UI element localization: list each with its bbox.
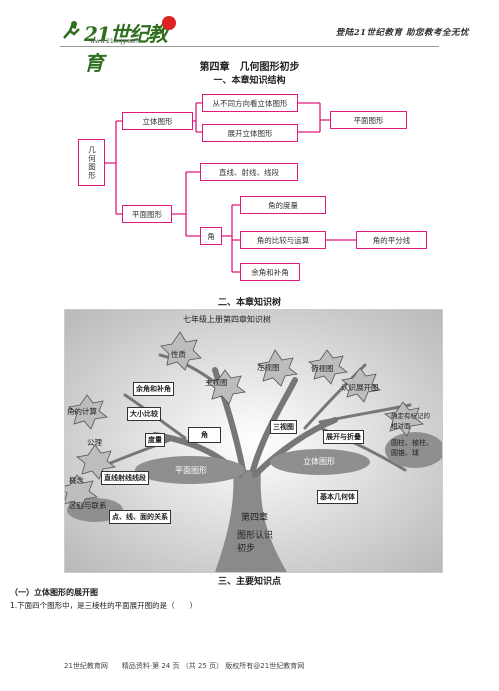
tree-unfold-fig: 认识展开图 bbox=[341, 383, 379, 392]
tree-measure: 度量 bbox=[145, 433, 165, 447]
node-plane-right: 平面图形 bbox=[330, 111, 407, 129]
section-points-heading: 三、主要知识点 bbox=[217, 577, 281, 587]
page-footer: 21世纪教育网 精品资料·第 24 页 （共 25 页） 版权所有@21世纪教育… bbox=[64, 662, 305, 670]
tree-nature: 性质 bbox=[171, 350, 186, 359]
tree-unfold-fold: 展开与折叠 bbox=[323, 430, 364, 444]
tree-size-compare: 大小比较 bbox=[127, 407, 161, 421]
node-solid-label: 立体图形 bbox=[142, 116, 173, 126]
node-angle: 角 bbox=[200, 227, 222, 245]
logo-text: 21世纪教育 bbox=[84, 22, 168, 75]
tree-chapter: 第四章 bbox=[241, 513, 269, 523]
node-angle-compare: 角的比较与运算 bbox=[240, 231, 326, 249]
node-plane-label: 平面图形 bbox=[132, 209, 162, 219]
node-unfold-solid: 展开立体图形 bbox=[202, 124, 298, 142]
tree-angle-calc: 角的计算 bbox=[67, 407, 97, 416]
tree-diff-relation: 区别与联系 bbox=[69, 501, 107, 510]
runner-icon bbox=[63, 21, 80, 39]
apple-icon bbox=[162, 16, 176, 30]
chapter-title: 第四章 几何图形初步 bbox=[199, 62, 300, 73]
tree-basic-solids: 基本几何体 bbox=[317, 490, 358, 504]
section-structure-heading: 一、本章知识结构 bbox=[213, 76, 286, 86]
node-complement-label: 余角和补角 bbox=[251, 267, 289, 277]
tree-left-view: 左视图 bbox=[257, 363, 280, 372]
tree-concept: 概念 bbox=[69, 476, 84, 485]
knowledge-tree-image: 七年级上册第四章知识树 性质 余角和补角 大小比较 角的计算 公理 度量 角 概… bbox=[64, 309, 443, 573]
tree-solid: 立体图形 bbox=[303, 457, 335, 466]
tree-point-line: 点、线、面的关系 bbox=[109, 510, 171, 524]
tree-main-view: 主视图 bbox=[205, 378, 228, 387]
header-divider bbox=[60, 46, 439, 47]
question-1: 1.下面四个图形中，是三棱柱的平面展开图的是（ ） bbox=[10, 601, 198, 610]
logo-url: www.21cnjy.com bbox=[90, 38, 140, 45]
node-angle-measure: 角的度量 bbox=[240, 196, 326, 214]
node-angle-bisector: 角的平分线 bbox=[356, 231, 427, 249]
node-lines-label: 直线、射线、线段 bbox=[219, 167, 279, 177]
tree-top-view: 俯视图 bbox=[311, 364, 334, 373]
node-plane: 平面图形 bbox=[122, 205, 172, 223]
node-root-label: 几何图形 bbox=[87, 145, 97, 180]
tree-solids-list: 圆柱、棱柱、圆锥、球 bbox=[391, 439, 433, 457]
node-angle-bisector-label: 角的平分线 bbox=[372, 235, 411, 245]
node-root: 几何图形 bbox=[78, 139, 105, 186]
tree-lines-box: 直线射线线段 bbox=[101, 471, 149, 485]
structure-connectors bbox=[105, 102, 356, 273]
tree-illustration bbox=[65, 310, 442, 572]
node-plane-right-label: 平面图形 bbox=[353, 115, 384, 125]
section-tree-heading: 二、本章知识树 bbox=[217, 298, 281, 308]
tree-title: 七年级上册第四章知识树 bbox=[183, 315, 271, 324]
tree-identify: 确定有标记的相对面 bbox=[391, 412, 430, 430]
subsection-heading: （一）立体图形的展开图 bbox=[10, 588, 98, 597]
tree-angle: 角 bbox=[188, 427, 221, 443]
node-lines: 直线、射线、线段 bbox=[200, 163, 298, 181]
node-angle-measure-label: 角的度量 bbox=[268, 200, 298, 210]
node-complement: 余角和补角 bbox=[240, 263, 300, 281]
site-logo: 21世纪教育 www.21cnjy.com bbox=[60, 16, 180, 75]
node-unfold-solid-label: 展开立体图形 bbox=[227, 128, 273, 138]
tree-three-views: 三视图 bbox=[270, 420, 297, 434]
tree-axiom: 公理 bbox=[87, 438, 102, 447]
node-angle-compare-label: 角的比较与运算 bbox=[256, 235, 310, 245]
node-solid: 立体图形 bbox=[122, 112, 193, 130]
header-slogan: 登陆21世纪教育 助您教考全无忧 bbox=[335, 28, 469, 38]
node-angle-label: 角 bbox=[207, 231, 215, 241]
tree-comp-supp: 余角和补角 bbox=[133, 382, 174, 396]
node-view-solid-label: 从不同方向看立体图形 bbox=[212, 98, 288, 108]
tree-plane: 平面图形 bbox=[175, 466, 207, 475]
node-view-solid: 从不同方向看立体图形 bbox=[202, 94, 298, 112]
tree-chapter-sub: 图形认识初步 bbox=[237, 531, 274, 554]
